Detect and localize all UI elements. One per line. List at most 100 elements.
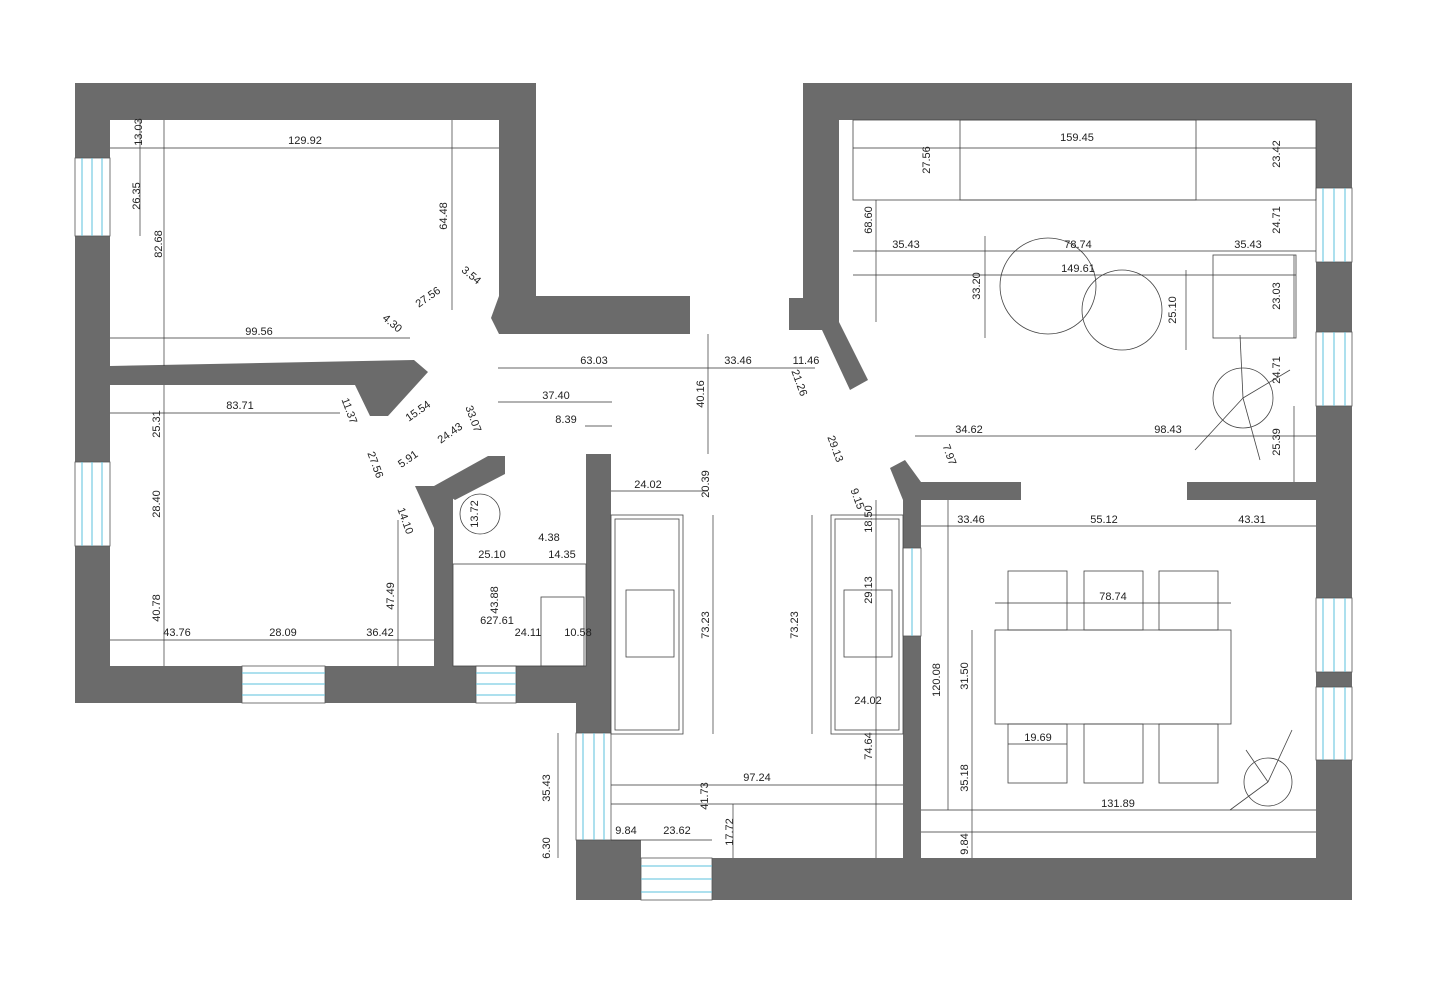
windows (74, 157, 1353, 901)
dim-label: 29.13 (824, 434, 845, 464)
dim-label: 25.31 (151, 410, 163, 438)
dim-label: 41.73 (699, 782, 711, 810)
dim-label: 17.72 (724, 818, 736, 846)
kitchen-counter-right-inner (834, 518, 900, 731)
wall-partition-living-dining-b (1187, 482, 1316, 500)
dim-label: 5.91 (396, 448, 420, 470)
dim-label: 73.23 (700, 611, 712, 639)
dim-label: 37.40 (542, 390, 570, 402)
dim-label: 3.54 (459, 264, 483, 287)
dim-label: 13.03 (133, 118, 145, 146)
dim-label: 64.48 (438, 202, 450, 230)
dim-label: 55.12 (1090, 514, 1118, 526)
wall-dining-corner (890, 460, 921, 858)
window-left-bottom (74, 461, 111, 547)
coffee-table-small (1081, 269, 1163, 351)
dim-label: 4.38 (538, 532, 559, 544)
dim-label: 40.16 (695, 380, 707, 408)
wall-right-mid1 (1316, 262, 1352, 332)
wall-top-left (75, 83, 536, 120)
dim-label: 35.43 (541, 774, 553, 802)
dim-label: 18.50 (863, 505, 875, 533)
wall-inner-right-upper (499, 83, 536, 299)
dim-label: 68.60 (863, 206, 875, 234)
dim-label: 26.35 (131, 182, 143, 210)
chair-top-3 (1158, 570, 1219, 631)
wall-left-upper (75, 83, 110, 158)
wall-notch (491, 296, 690, 334)
window-bottom-bedroom (241, 665, 326, 704)
sofa-seat (959, 119, 1197, 201)
coffee-table-large (999, 237, 1097, 335)
dim-label: 35.43 (892, 239, 920, 251)
chair-bottom-2 (1083, 723, 1144, 784)
walls (75, 83, 1352, 900)
wall-partition-bedrooms (110, 360, 428, 416)
wall-bath-right (586, 454, 611, 703)
dim-label: 27.56 (364, 450, 385, 480)
dim-label: 14.10 (394, 506, 415, 536)
dim-label: 20.39 (700, 470, 712, 498)
dim-label: 35.18 (959, 764, 971, 792)
wall-bottom-left-a (75, 666, 242, 703)
dim-label: 40.78 (151, 594, 163, 622)
armchair-side (1212, 254, 1297, 339)
dim-label: 27.56 (921, 146, 933, 174)
dim-label: 78.74 (1064, 239, 1092, 251)
hob-right (843, 589, 893, 658)
window-dining-left (902, 547, 922, 637)
dim-label: 24.71 (1271, 356, 1283, 384)
dim-label: 27.56 (414, 285, 443, 311)
dim-label: 34.62 (955, 424, 983, 436)
dim-label: 10.58 (564, 627, 592, 639)
wall-left-mid (75, 236, 110, 462)
kitchen-counter-left-inner (614, 518, 680, 731)
wall-bottom-mid (576, 840, 641, 900)
dim-label: 11.37 (339, 396, 359, 425)
dim-label: 82.68 (153, 230, 165, 258)
dim-label: 7.97 (940, 443, 959, 467)
dim-label: 24.71 (1271, 206, 1283, 234)
dim-label: 33.20 (971, 272, 983, 300)
dim-label: 25.10 (478, 549, 506, 561)
dim-label: 31.50 (959, 662, 971, 690)
window-bottom-bath (475, 665, 517, 704)
wall-right-mid3 (1316, 672, 1352, 687)
wall-bath-divider (434, 666, 476, 703)
dim-label: 63.03 (580, 355, 608, 367)
dim-label: 43.88 (489, 586, 501, 614)
dim-label: 83.71 (226, 400, 254, 412)
dim-label: 19.69 (1024, 732, 1052, 744)
dim-label: 99.56 (245, 326, 273, 338)
dim-label: 627.61 (480, 615, 514, 627)
bath-shower (452, 563, 587, 667)
dim-label: 149.61 (1061, 263, 1095, 275)
dim-label: 11.46 (793, 355, 820, 367)
sink-left (625, 589, 675, 658)
wall-diagonal-inner (415, 486, 453, 666)
wall-partition-living-dining-a (903, 482, 1021, 500)
dim-label: 9.84 (959, 833, 971, 854)
dim-label: 98.43 (1154, 424, 1182, 436)
dim-label: 159.45 (1060, 132, 1094, 144)
wall-right-mid2 (1316, 406, 1352, 598)
dim-label: 9.84 (615, 825, 636, 837)
wall-right-diag (789, 298, 868, 390)
dim-label: 6.30 (541, 837, 553, 858)
plant-top (1194, 334, 1291, 461)
dim-label: 29.13 (863, 576, 875, 604)
dimension-lines (110, 120, 1316, 858)
dim-label: 23.62 (663, 825, 691, 837)
chair-bottom-3 (1158, 723, 1219, 784)
dim-label: 4.30 (380, 312, 404, 335)
dim-label: 43.31 (1238, 514, 1266, 526)
window-right-3 (1315, 597, 1353, 673)
wall-bath-bottom-right (576, 703, 611, 733)
wall-left-right-block (803, 83, 839, 298)
dim-label: 14.35 (548, 549, 576, 561)
chair-bottom-1 (1007, 723, 1068, 784)
dim-label: 21.26 (788, 368, 809, 398)
window-bottom-kitchen (640, 857, 713, 901)
dim-label: 129.92 (288, 135, 322, 147)
